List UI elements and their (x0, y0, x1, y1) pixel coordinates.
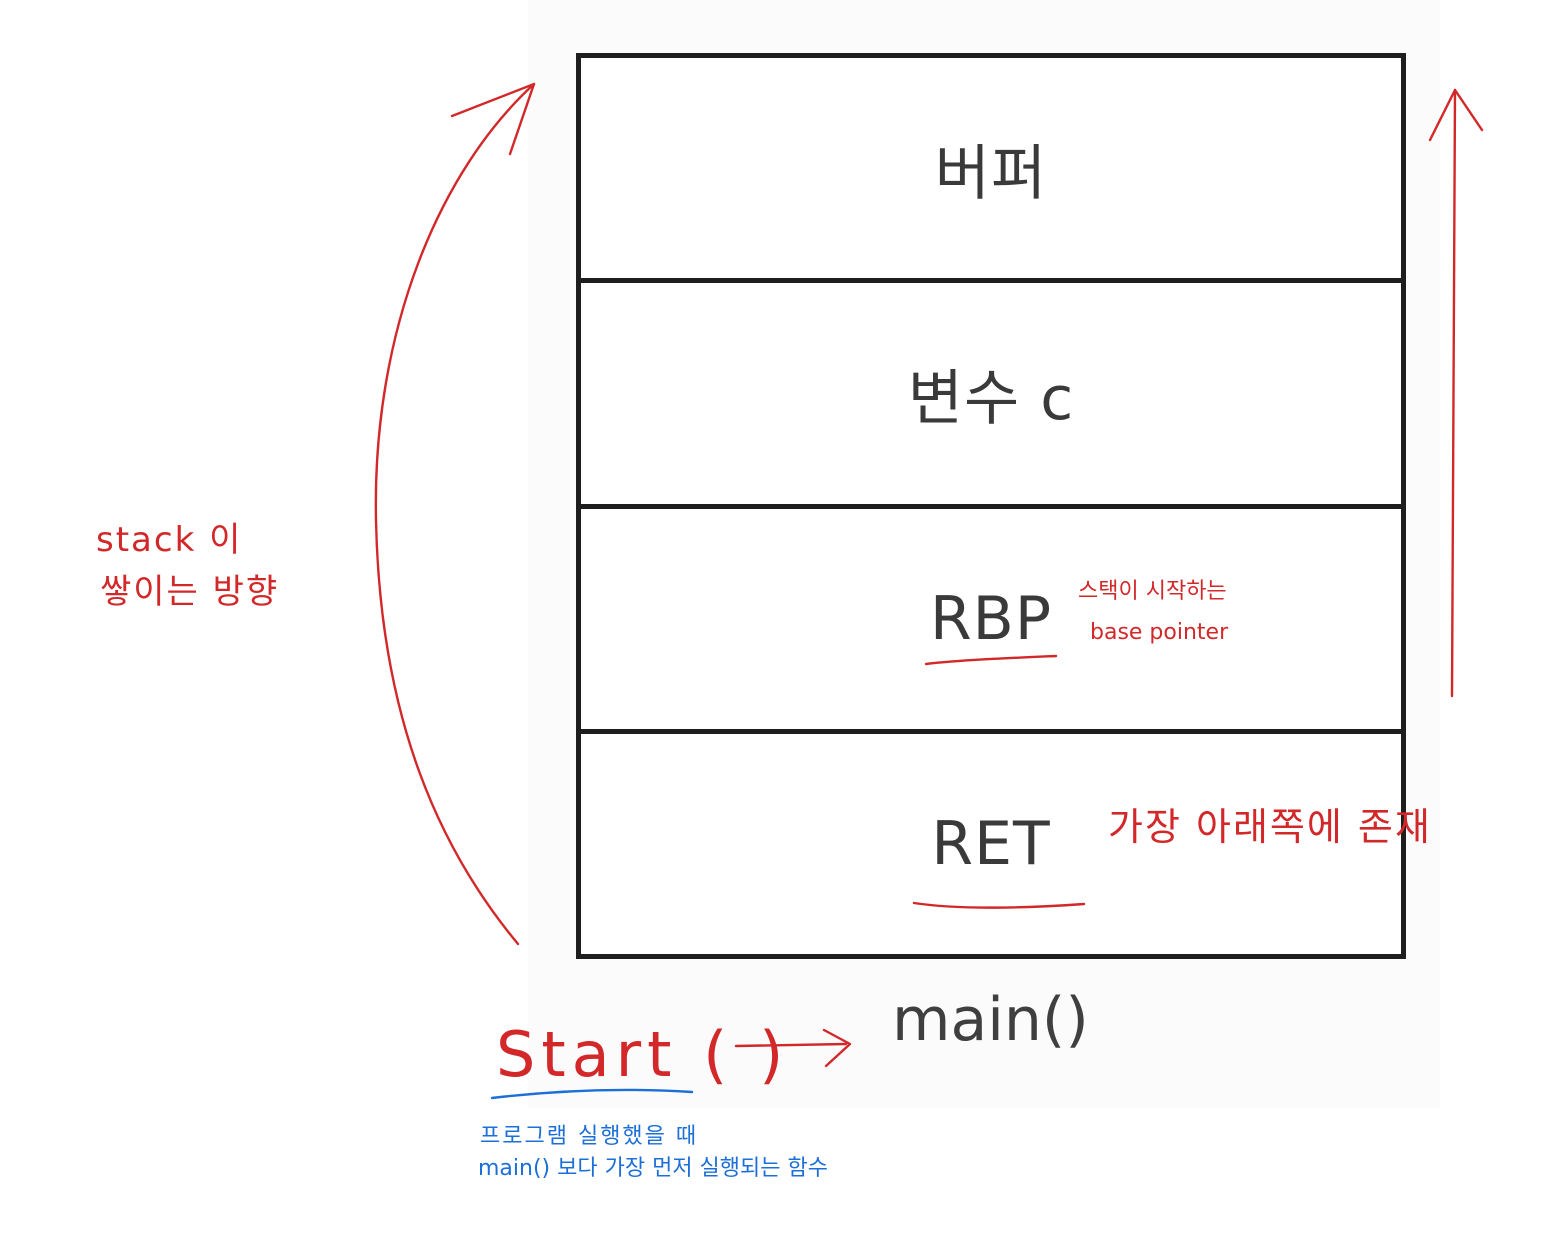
rbp-underline (924, 654, 1058, 666)
left-curved-arrow-shaft (374, 82, 536, 946)
left-curved-arrow-head (450, 82, 536, 156)
start-arrow-shaft (734, 1042, 848, 1048)
stack-frame-box: 버퍼 변수 c RBP RET (576, 53, 1406, 959)
main-function-label: main() (892, 985, 1089, 1055)
start-note-line1: 프로그램 실행했을 때 (480, 1124, 699, 1149)
rbp-note-line2: base pointer (1090, 620, 1229, 645)
right-up-arrow-head (1428, 88, 1484, 142)
ret-underline (912, 901, 1086, 909)
stack-cell-variable-c: 변수 c (581, 278, 1401, 503)
start-arrow-head (822, 1028, 852, 1068)
start-underline (490, 1088, 694, 1100)
start-note-line2: main() 보다 가장 먼저 실행되는 함수 (478, 1156, 828, 1181)
stack-direction-note-line1: stack 이 (96, 520, 243, 560)
start-function-label: Start ( ) (496, 1018, 790, 1091)
stack-cell-buffer: 버퍼 (934, 138, 1048, 209)
right-up-arrow-shaft (1450, 88, 1457, 698)
stack-cell-rbp: RBP (581, 503, 1401, 729)
stack-direction-note-line2: 쌓이는 방향 (100, 572, 280, 612)
rbp-note-line1: 스택이 시작하는 (1078, 579, 1227, 604)
stack-cell-ret: RET (581, 728, 1401, 954)
ret-note: 가장 아래쪽에 존재 (1108, 805, 1432, 849)
